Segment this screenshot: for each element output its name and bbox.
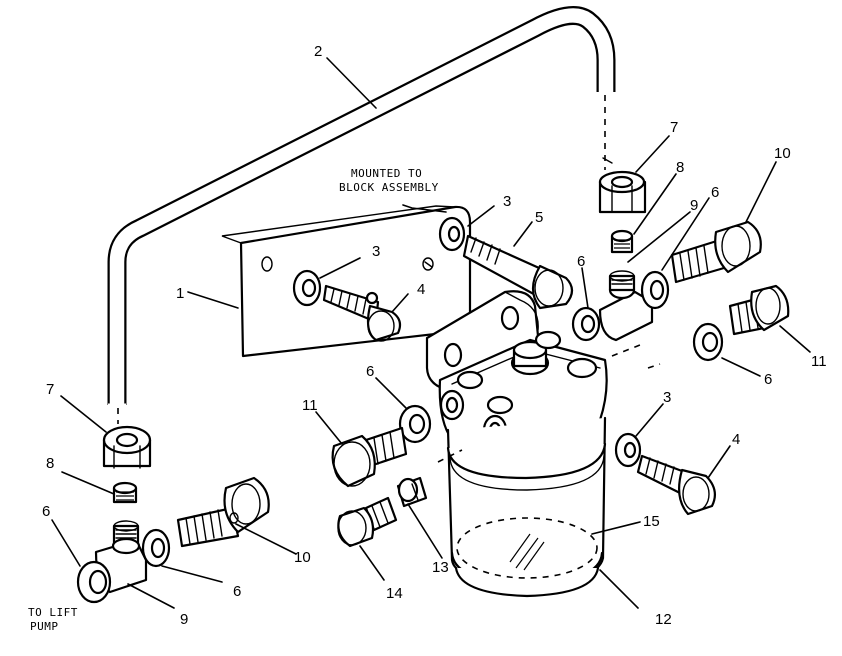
callout-3-upper: 3 — [503, 193, 511, 210]
callout-6-lower-left: 6 — [42, 503, 50, 520]
callout-11-left: 11 — [302, 397, 318, 414]
lift-pump-note-line-2: PUMP — [30, 620, 59, 633]
callout-2: 2 — [314, 43, 322, 60]
banjo-bolt-10-lower — [176, 476, 270, 548]
callout-6-head: 6 — [577, 253, 585, 270]
bolt-4-bracket — [322, 284, 402, 342]
screen-8-lower — [112, 481, 138, 504]
banjo-fitting-9-upper — [598, 270, 654, 342]
callout-8-upper: 8 — [676, 159, 684, 176]
washer-6-upper-left — [571, 306, 601, 342]
washer-3-lower — [614, 432, 642, 468]
plug-11-left — [331, 426, 408, 488]
bolt-4-lower — [636, 454, 717, 516]
lift-pump-note-line-1: TO LIFT — [28, 606, 78, 619]
washer-3-upper — [438, 216, 466, 252]
callout-10-lower: 10 — [294, 549, 311, 566]
plug-13 — [396, 476, 428, 508]
callout-12: 12 — [655, 611, 672, 628]
callout-7-upper: 7 — [670, 119, 678, 136]
callout-8-lower: 8 — [46, 455, 54, 472]
callout-11-right: 11 — [811, 353, 827, 370]
callout-9-upper: 9 — [690, 197, 698, 214]
plug-11-right — [728, 284, 790, 336]
washer-6-lower-right — [141, 528, 171, 568]
nut-7-lower — [102, 425, 152, 469]
callout-4-lower: 4 — [732, 431, 740, 448]
washer-6-right — [692, 322, 724, 362]
callout-6-mid-left: 6 — [366, 363, 374, 380]
callout-10-upper: 10 — [774, 145, 791, 162]
washer-6-mid-left — [398, 404, 432, 444]
callout-1: 1 — [176, 285, 184, 302]
callout-9-lower: 9 — [180, 611, 188, 628]
callout-7-lower: 7 — [46, 381, 54, 398]
callout-6-right: 6 — [764, 371, 772, 388]
callout-4-bracket: 4 — [417, 281, 425, 298]
washer-6-upper-right — [640, 270, 670, 310]
filter-bowl — [446, 416, 607, 598]
callout-6-lower-right: 6 — [233, 583, 241, 600]
screen-8-upper — [610, 229, 634, 254]
callout-14: 14 — [386, 585, 403, 602]
leader-lines — [51, 57, 811, 609]
callout-15: 15 — [643, 513, 660, 530]
banjo-bolt-10-upper — [670, 220, 762, 284]
nut-7-upper — [598, 170, 647, 214]
washer-6-lower-left — [76, 560, 112, 604]
bolt-5 — [462, 234, 574, 310]
callout-3-bracket: 3 — [372, 243, 380, 260]
fuel-line-tube — [107, 6, 616, 407]
callout-6-upper-right: 6 — [711, 184, 719, 201]
callout-5: 5 — [535, 209, 543, 226]
drain-plug-14 — [337, 496, 398, 548]
washer-3-bracket — [292, 269, 322, 307]
callout-3-lower: 3 — [663, 389, 671, 406]
mounted-note-line-2: BLOCK ASSEMBLY — [339, 181, 439, 194]
mounted-note-line-1: MOUNTED TO — [351, 167, 422, 180]
callout-13: 13 — [432, 559, 449, 576]
